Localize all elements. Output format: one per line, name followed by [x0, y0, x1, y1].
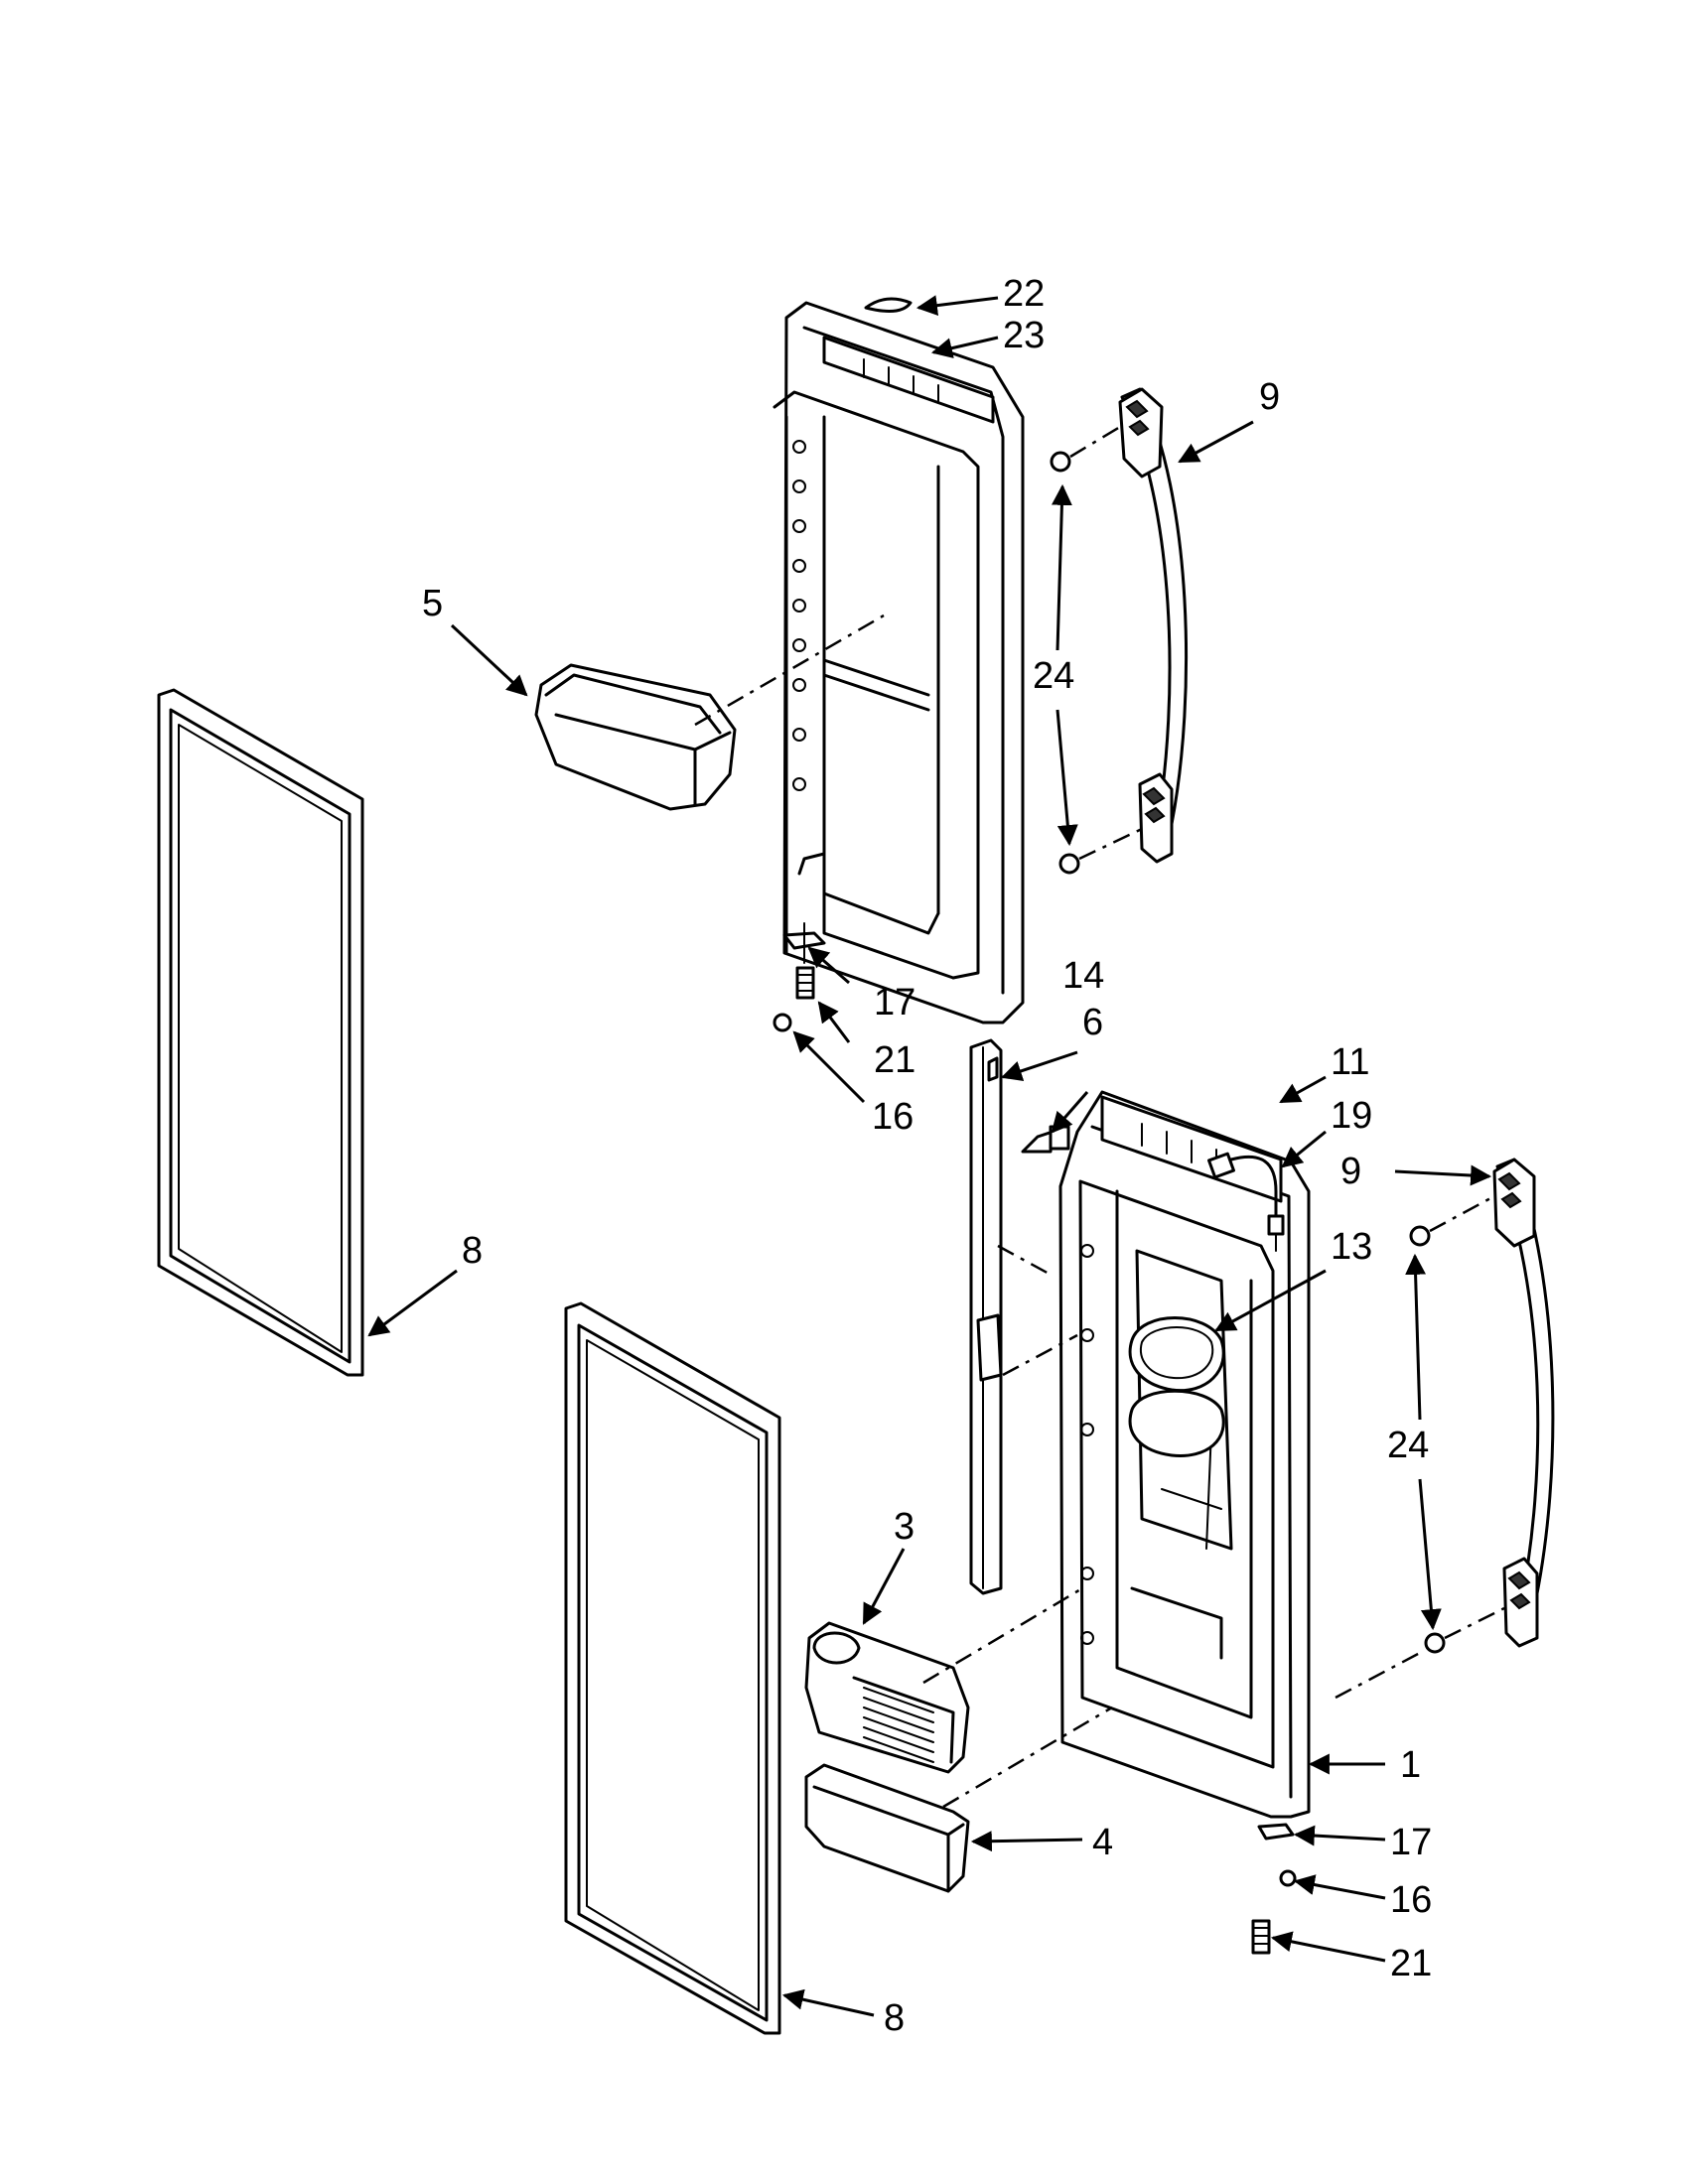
- part-5-door-bin: [534, 663, 737, 811]
- upper-handle-stud-bottom: [1058, 853, 1080, 875]
- callout-17-lower: 17: [1390, 1822, 1432, 1863]
- upper-handle-stud-top: [1050, 451, 1071, 473]
- part-19-fitting: [1267, 1214, 1285, 1252]
- callout-9-upper: 9: [1259, 376, 1280, 418]
- callout-17-upper: 17: [874, 982, 915, 1024]
- callout-4: 4: [1092, 1822, 1113, 1863]
- callout-13: 13: [1331, 1226, 1372, 1268]
- callout-22: 22: [1003, 273, 1045, 315]
- part-14-side-bar: [969, 1038, 1003, 1595]
- callout-24-upper: 24: [1033, 655, 1074, 697]
- part-8-lower-gasket: [564, 1301, 781, 2035]
- callout-3: 3: [894, 1506, 914, 1548]
- callout-21-upper: 21: [874, 1039, 915, 1081]
- part-6-screw: [1021, 1125, 1070, 1154]
- callout-8-upper: 8: [462, 1230, 483, 1272]
- part-9-lower-handle: [1492, 1158, 1555, 1648]
- upper-hinge-parts: [773, 922, 826, 1032]
- callout-labels: 22 23 9 24 5 17 21 16 14 6 11 19 9 13 8 …: [422, 273, 1432, 2039]
- part-13-dispenser-seal: [1128, 1316, 1225, 1457]
- callout-14: 14: [1062, 955, 1104, 997]
- callout-11: 11: [1331, 1041, 1369, 1083]
- callout-8-lower: 8: [884, 1997, 905, 2039]
- lower-hinge-parts: [1251, 1823, 1297, 1955]
- lower-handle-stud-bottom: [1424, 1632, 1446, 1654]
- leader-lines: [367, 295, 1492, 2017]
- part-3-door-bin: [804, 1621, 970, 1774]
- part-8-upper-gasket: [157, 688, 364, 1377]
- callout-24-lower: 24: [1387, 1425, 1429, 1466]
- callout-16-upper: 16: [872, 1096, 914, 1138]
- part-11-wire: [1207, 1152, 1278, 1218]
- lower-handle-stud-top: [1409, 1225, 1431, 1247]
- upper-door-liner: [773, 301, 1025, 1024]
- part-4-door-bin: [804, 1763, 970, 1893]
- callout-19: 19: [1331, 1095, 1372, 1137]
- callout-23: 23: [1003, 315, 1045, 356]
- part-22-cap: [864, 297, 913, 314]
- callout-6: 6: [1082, 1002, 1103, 1043]
- callout-16-lower: 16: [1390, 1879, 1432, 1921]
- callout-1: 1: [1400, 1744, 1421, 1786]
- callout-9-lower: 9: [1340, 1151, 1361, 1192]
- part-9-upper-handle: [1118, 387, 1189, 864]
- callout-21-lower: 21: [1390, 1943, 1432, 1984]
- callout-5: 5: [422, 583, 443, 624]
